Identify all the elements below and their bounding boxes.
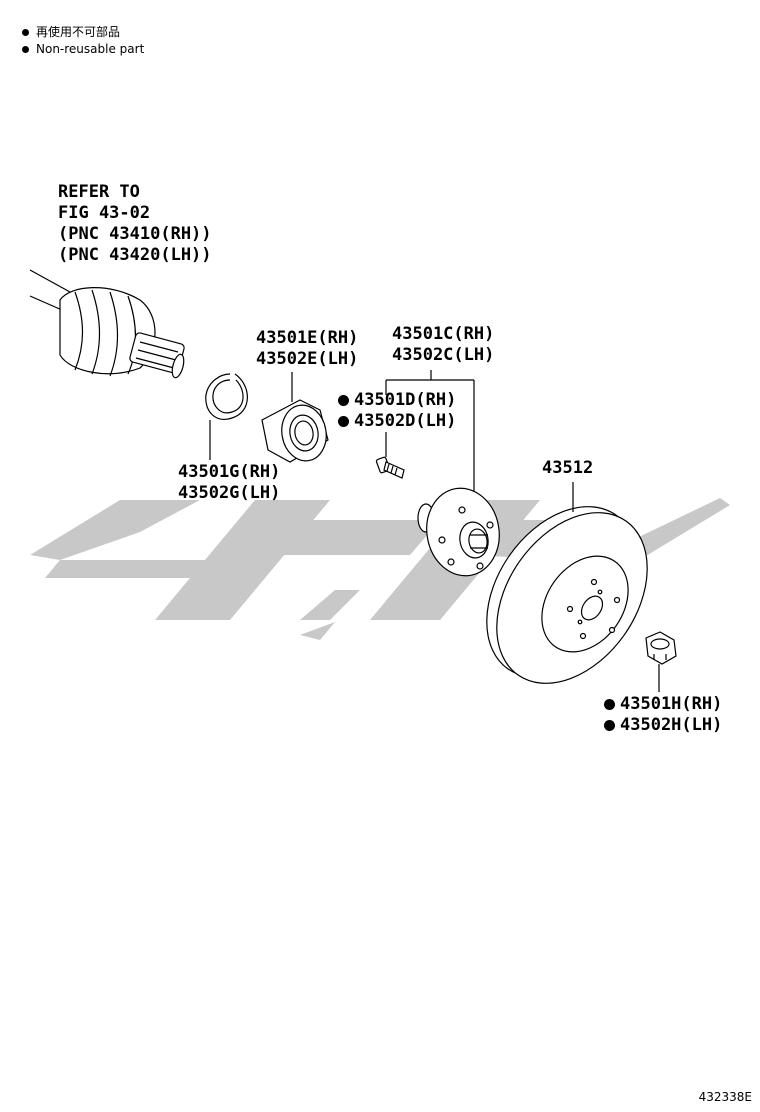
label-hub-bolt: 43501D(RH) 43502D(LH) xyxy=(338,390,456,432)
label-line: 43501D(RH) xyxy=(338,390,456,411)
legend-en-text: Non-reusable part xyxy=(36,42,145,56)
label-refer-fig: REFER TO FIG 43-02 (PNC 43410(RH)) (PNC … xyxy=(58,182,212,266)
label-line: 43502D(LH) xyxy=(338,411,456,432)
label-hub-nut: 43501H(RH) 43502H(LH) xyxy=(604,694,722,736)
legend: 再使用不可部品 Non-reusable part xyxy=(22,24,144,58)
hub-bearing xyxy=(261,372,329,463)
non-reusable-icon xyxy=(604,699,615,710)
label-hub: 43501C(RH) 43502C(LH) xyxy=(392,324,494,366)
label-line: (PNC 43410(RH)) xyxy=(58,224,212,244)
non-reusable-icon xyxy=(338,416,349,427)
legend-row-en: Non-reusable part xyxy=(22,41,144,58)
legend-row-jp: 再使用不可部品 xyxy=(22,24,144,41)
label-line: 43501C(RH) xyxy=(392,324,495,344)
figure-number: 432338E xyxy=(698,1090,752,1104)
label-brake-disc: 43512 xyxy=(542,458,593,479)
label-line: (PNC 43420(LH)) xyxy=(58,245,212,265)
non-reusable-icon xyxy=(604,720,615,731)
label-line: 43502C(LH) xyxy=(392,345,495,365)
label-line: 43502G(LH) xyxy=(178,483,281,503)
hub-nut xyxy=(645,631,677,692)
legend-jp-text: 再使用不可部品 xyxy=(36,25,121,39)
axle-hub xyxy=(417,487,500,577)
hub-bolt xyxy=(375,432,405,479)
hub-bracket xyxy=(385,370,475,500)
label-snap-ring: 43501G(RH) 43502G(LH) xyxy=(178,462,280,504)
non-reusable-icon xyxy=(338,395,349,406)
label-line: 43502H(LH) xyxy=(604,715,722,736)
label-line: 43502E(LH) xyxy=(256,349,359,369)
snap-ring xyxy=(205,373,248,460)
label-bearing: 43501E(RH) 43502E(LH) xyxy=(256,328,358,370)
label-line: 43501E(RH) xyxy=(256,328,359,348)
bullet-icon xyxy=(22,46,29,53)
drive-shaft xyxy=(29,269,185,379)
label-line: 43501H(RH) xyxy=(604,694,722,715)
bullet-icon xyxy=(22,29,29,36)
label-line: 43501G(RH) xyxy=(178,462,281,482)
label-line: FIG 43-02 xyxy=(58,203,151,223)
brake-disc xyxy=(486,482,648,684)
label-line: REFER TO xyxy=(58,182,140,202)
label-line: 43512 xyxy=(542,458,594,478)
